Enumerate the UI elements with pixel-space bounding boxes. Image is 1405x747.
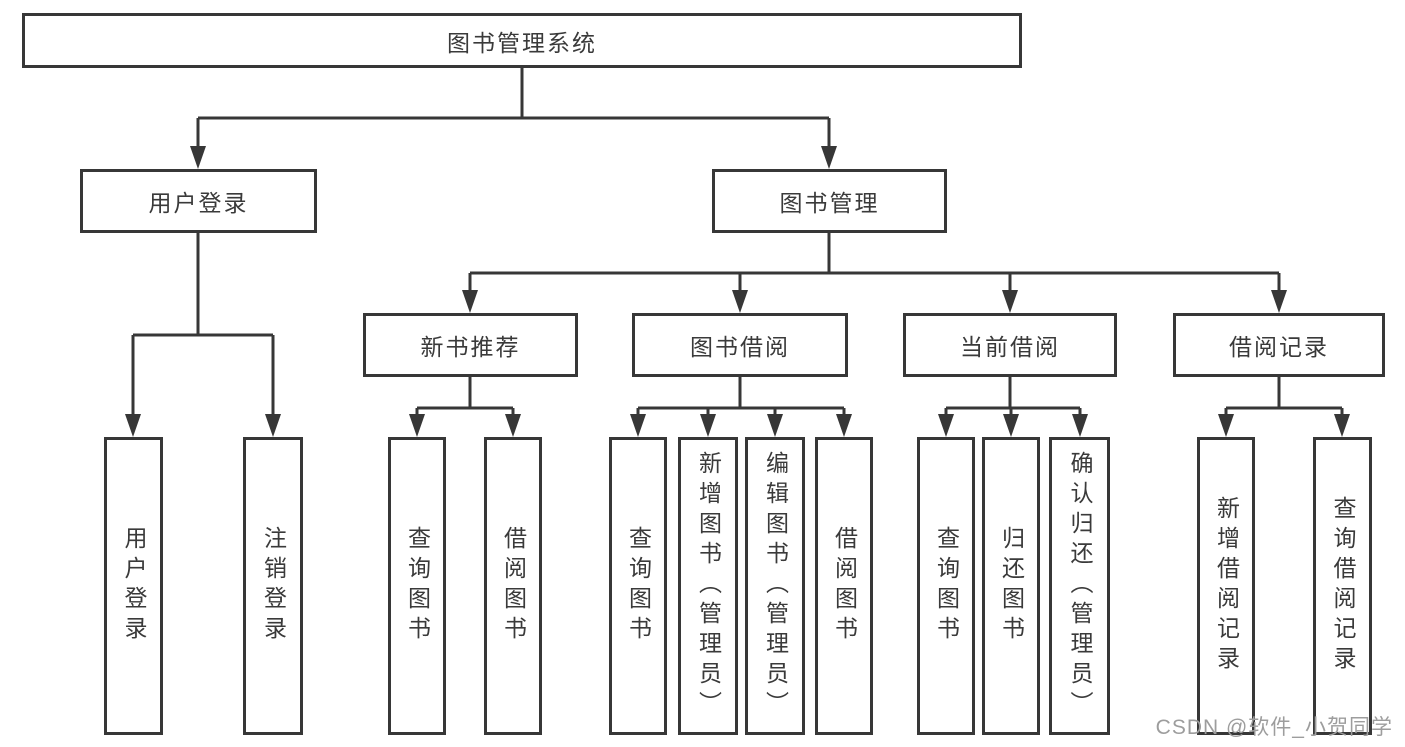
node-leaf-user-login-label: 用户登录 <box>121 526 147 646</box>
node-leaf-cb-query-book: 查询图书 <box>917 437 975 735</box>
node-leaf-bb-edit-book: 编辑图书（管理员） <box>745 437 805 735</box>
arrowhead <box>190 146 206 169</box>
node-leaf-bb-query-book-label: 查询图书 <box>625 526 652 646</box>
arrowhead <box>265 414 281 437</box>
arrowhead <box>767 414 783 437</box>
node-user-login-label: 用户登录 <box>148 190 249 216</box>
arrowhead <box>1218 414 1234 437</box>
arrowhead <box>732 290 748 313</box>
edge-book-mgmt-to-level3 <box>468 233 1281 292</box>
node-user-login: 用户登录 <box>80 169 317 233</box>
node-borrow-record-label: 借阅记录 <box>1229 334 1329 360</box>
edge-current-borrow-group <box>944 377 1082 415</box>
node-new-book-rec-label: 新书推荐 <box>420 334 521 360</box>
csdn-watermark: CSDN @软件_小贺同学 <box>1155 716 1393 739</box>
node-leaf-bb-query-book: 查询图书 <box>609 437 667 735</box>
node-leaf-cb-return-book: 归还图书 <box>982 437 1040 735</box>
arrowhead <box>700 414 716 437</box>
arrowhead <box>630 414 646 437</box>
edge-new-book-rec-group <box>415 377 515 415</box>
node-root: 图书管理系统 <box>22 13 1022 68</box>
node-leaf-br-query-record: 查询借阅记录 <box>1313 437 1372 735</box>
edge-root-to-level2 <box>196 68 831 147</box>
node-borrow-record: 借阅记录 <box>1173 313 1385 377</box>
node-book-borrow-label: 图书借阅 <box>690 334 790 360</box>
arrowhead <box>505 414 521 437</box>
arrowhead <box>1002 290 1018 313</box>
node-leaf-nbr-query-book: 查询图书 <box>388 437 446 735</box>
node-leaf-cb-query-book-label: 查询图书 <box>933 526 960 646</box>
node-leaf-br-add-record: 新增借阅记录 <box>1197 437 1255 735</box>
node-root-label: 图书管理系统 <box>447 29 597 56</box>
node-leaf-nbr-query-book-label: 查询图书 <box>404 526 431 646</box>
node-leaf-nbr-borrow-book: 借阅图书 <box>484 437 542 735</box>
node-book-mgmt: 图书管理 <box>712 169 947 233</box>
tree-edges <box>131 68 1344 415</box>
arrowheads <box>125 146 1350 437</box>
node-current-borrow: 当前借阅 <box>903 313 1117 377</box>
node-leaf-cb-return-book-label: 归还图书 <box>998 526 1025 646</box>
node-leaf-nbr-borrow-book-label: 借阅图书 <box>500 526 527 646</box>
node-leaf-bb-edit-book-label: 编辑图书（管理员） <box>762 451 789 721</box>
node-current-borrow-label: 当前借阅 <box>960 334 1060 360</box>
arrowhead <box>409 414 425 437</box>
node-leaf-logout-label: 注销登录 <box>260 526 287 646</box>
node-leaf-bb-add-book-label: 新增图书（管理员） <box>695 451 722 721</box>
node-leaf-bb-add-book: 新增图书（管理员） <box>678 437 738 735</box>
edge-book-borrow-group <box>636 377 846 415</box>
arrowhead <box>836 414 852 437</box>
node-leaf-br-query-record-label: 查询借阅记录 <box>1330 496 1356 676</box>
arrowhead <box>1271 290 1287 313</box>
node-leaf-bb-borrow-book-label: 借阅图书 <box>831 526 858 646</box>
arrowhead <box>938 414 954 437</box>
node-leaf-bb-borrow-book: 借阅图书 <box>815 437 873 735</box>
node-leaf-cb-confirm-return: 确认归还（管理员） <box>1049 437 1110 735</box>
arrowhead <box>125 414 141 437</box>
edge-borrow-record-group <box>1224 377 1344 415</box>
node-leaf-user-login: 用户登录 <box>104 437 163 735</box>
node-leaf-logout: 注销登录 <box>243 437 303 735</box>
node-leaf-br-add-record-label: 新增借阅记录 <box>1213 496 1240 676</box>
arrowhead <box>462 290 478 313</box>
arrowhead <box>1334 414 1350 437</box>
node-leaf-cb-confirm-return-label: 确认归还（管理员） <box>1067 451 1093 721</box>
node-new-book-rec: 新书推荐 <box>363 313 578 377</box>
arrowhead <box>1072 414 1088 437</box>
node-book-mgmt-label: 图书管理 <box>779 190 880 216</box>
edge-user-login-group <box>131 233 275 415</box>
node-book-borrow: 图书借阅 <box>632 313 848 377</box>
arrowhead <box>821 146 837 169</box>
arrowhead <box>1003 414 1019 437</box>
